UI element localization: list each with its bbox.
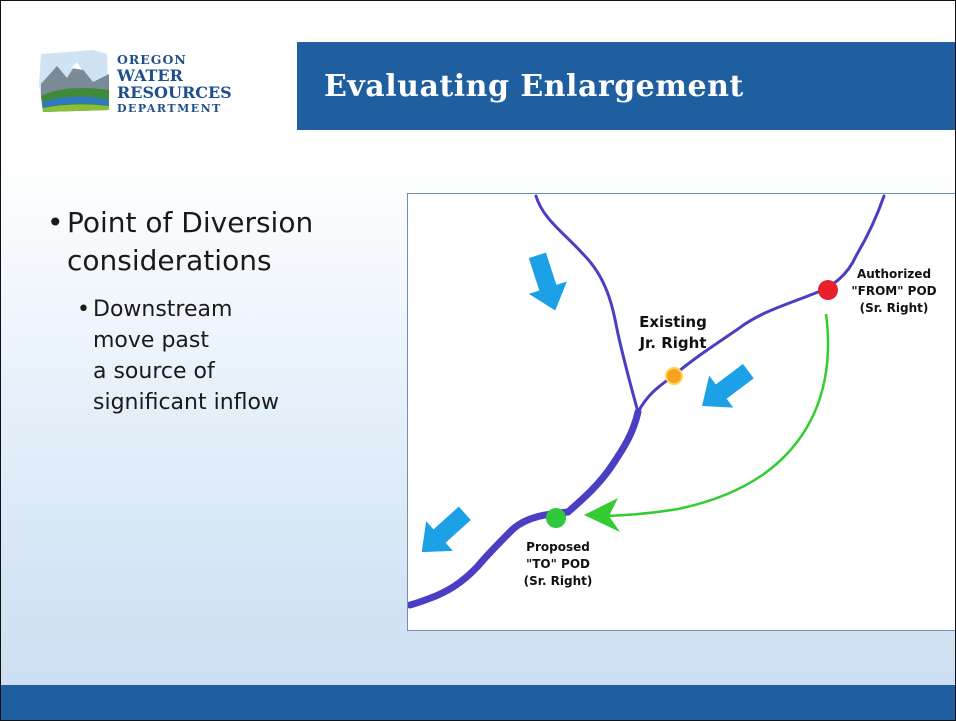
- bullet-level-2-line-2: move past: [93, 328, 209, 353]
- authorized-pod-label-line-2: "FROM" POD: [851, 284, 937, 298]
- proposed-to-pod-marker: [546, 508, 566, 528]
- bullet-level-2: • Downstream move past a source of signi…: [47, 294, 313, 418]
- logo-line-1: OREGON: [117, 52, 187, 67]
- existing-right-label: Existing Jr. Right: [613, 312, 733, 354]
- authorized-pod-label-line-1: Authorized: [856, 267, 932, 281]
- bullet-list: • Point of Diversion considerations • Do…: [47, 204, 313, 418]
- proposed-pod-label: Proposed "TO" POD (Sr. Right): [508, 539, 608, 590]
- diversion-diagram: Authorized "FROM" POD (Sr. Right) Existi…: [407, 193, 955, 631]
- oregon-map-icon: [39, 50, 109, 112]
- logo-wordmark: OREGON WATER RESOURCES DEPARTMENT: [117, 52, 232, 115]
- existing-right-label-line-1: Existing: [639, 313, 707, 331]
- transfer-arrow: [592, 313, 830, 518]
- bullet-dot: •: [77, 297, 90, 322]
- bullet-level-1-line-1: Point of Diversion: [67, 206, 314, 239]
- existing-jr-right-marker: [665, 367, 683, 385]
- flow-arrow-lower: [421, 506, 471, 553]
- proposed-pod-label-line-2: "TO" POD: [525, 557, 591, 571]
- transfer-arrow-head: [584, 498, 620, 532]
- tributary-river: [534, 194, 640, 414]
- flow-arrow-upper: [528, 252, 567, 311]
- logo-line-3: RESOURCES: [117, 82, 232, 102]
- bullet-level-1-line-2: considerations: [67, 244, 272, 277]
- logo-line-2: WATER: [117, 65, 183, 85]
- bullet-dot: •: [47, 206, 64, 239]
- footer-bar: [1, 685, 955, 720]
- proposed-pod-label-line-1: Proposed: [526, 540, 590, 554]
- authorized-pod-label-line-3: (Sr. Right): [859, 301, 929, 315]
- authorized-pod-label: Authorized "FROM" POD (Sr. Right): [829, 266, 955, 317]
- owrd-logo: OREGON WATER RESOURCES DEPARTMENT: [35, 44, 265, 122]
- flow-arrow-middle: [702, 363, 754, 408]
- bullet-level-1: • Point of Diversion considerations: [47, 204, 313, 280]
- title-banner: Evaluating Enlargement: [297, 42, 955, 130]
- diagram-canvas: [408, 194, 886, 609]
- bullet-level-2-line-1: Downstream: [93, 297, 233, 322]
- slide-title: Evaluating Enlargement: [324, 68, 744, 104]
- proposed-pod-label-line-3: (Sr. Right): [523, 574, 593, 588]
- authorized-from-pod-marker: [818, 280, 838, 300]
- bullet-level-2-line-3: a source of: [93, 359, 215, 384]
- lower-main-river: [408, 408, 642, 609]
- existing-right-label-line-2: Jr. Right: [639, 334, 707, 352]
- bullet-level-2-line-4: significant inflow: [93, 390, 279, 415]
- logo-line-4: DEPARTMENT: [117, 101, 222, 115]
